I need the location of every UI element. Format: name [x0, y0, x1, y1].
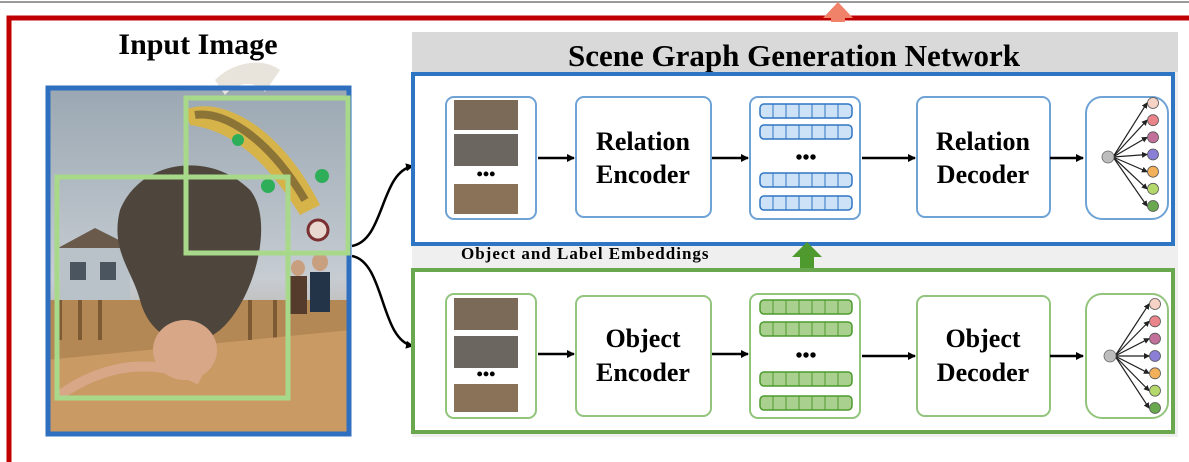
relation-decoder-box [916, 96, 1051, 218]
relation-output-node [1147, 182, 1159, 195]
object-output-edge [1114, 320, 1150, 357]
relation-decoder-label-1: Relation [936, 127, 1030, 156]
relation-encoder-label-1: Relation [596, 127, 690, 156]
object-feature-vectors [759, 299, 853, 411]
object-output-node [1149, 402, 1161, 414]
relation-feature-ellipsis: ••• [795, 147, 816, 169]
object-encoder-label-1: Object [605, 324, 680, 353]
relation-output-source-node [1101, 150, 1115, 164]
object-decoder-label-1: Object [945, 324, 1020, 353]
object-output-node [1149, 384, 1161, 397]
input-image-title: Input Image [118, 28, 277, 61]
object-crop-ellipsis: ••• [477, 364, 496, 384]
relation-encoder-label-2: Encoder [596, 160, 690, 189]
relation-output-node [1147, 97, 1159, 109]
network-title: Scene Graph Generation Network [568, 38, 1021, 73]
object-output-edge [1114, 355, 1150, 392]
object-output-edge [1114, 355, 1150, 374]
object-branch: ••• Object Encoder ••• Object Decoder [411, 268, 1175, 434]
embedding-label: Object and Label Embeddings [461, 244, 710, 263]
relation-output-nodes [1101, 97, 1159, 212]
relation-encoder-box [575, 96, 712, 218]
relation-output-edge [1112, 136, 1148, 158]
relation-output-edge [1112, 156, 1148, 190]
relation-output-node [1147, 148, 1159, 161]
relation-output-edge [1112, 156, 1148, 173]
object-output-node [1149, 315, 1161, 328]
relation-crop-3 [454, 184, 518, 214]
object-crop-2 [454, 336, 518, 368]
outer-frame [6, 15, 1189, 462]
object-decoder-label-2: Decoder [937, 358, 1029, 387]
relation-crop-ellipsis: ••• [477, 164, 496, 184]
relation-output-edge [1112, 156, 1148, 207]
object-feature-ellipsis: ••• [795, 345, 816, 367]
input-photo [45, 62, 352, 437]
network-title-bar [412, 32, 1178, 72]
relation-decoder-label-2: Decoder [937, 160, 1029, 189]
arrow-to-relation-branch [351, 163, 414, 248]
relation-crop-2 [454, 134, 518, 166]
relation-output-edge [1112, 102, 1148, 158]
relation-output-node [1147, 165, 1159, 178]
arrow-to-object-branch [351, 254, 414, 349]
object-crop-1 [454, 298, 518, 330]
relation-output-node [1147, 200, 1159, 212]
object-output-source-node [1103, 349, 1117, 363]
object-output-node [1149, 350, 1161, 362]
object-output-node [1149, 332, 1161, 345]
object-encoder-box [575, 295, 712, 417]
relation-branch: ••• Relation Encoder ••• Relation Decode… [411, 72, 1175, 246]
top-output-arrow [823, 2, 853, 22]
object-crop-3 [454, 384, 518, 412]
relation-crop-1 [454, 100, 518, 130]
object-output-nodes [1103, 298, 1161, 414]
object-output-edge [1114, 303, 1150, 357]
object-encoder-label-2: Encoder [596, 358, 690, 387]
relation-output-edge [1112, 151, 1148, 158]
embedding-up-arrow [792, 242, 822, 268]
relation-output-node [1147, 131, 1159, 144]
object-output-node [1149, 367, 1161, 380]
object-output-edge [1114, 355, 1150, 409]
object-decoder-box [916, 295, 1051, 417]
relation-output-node [1147, 114, 1159, 127]
object-output-edge [1114, 338, 1150, 357]
relation-output-edge [1112, 119, 1148, 158]
object-output-node [1149, 298, 1161, 310]
relation-feature-vectors [759, 103, 853, 211]
